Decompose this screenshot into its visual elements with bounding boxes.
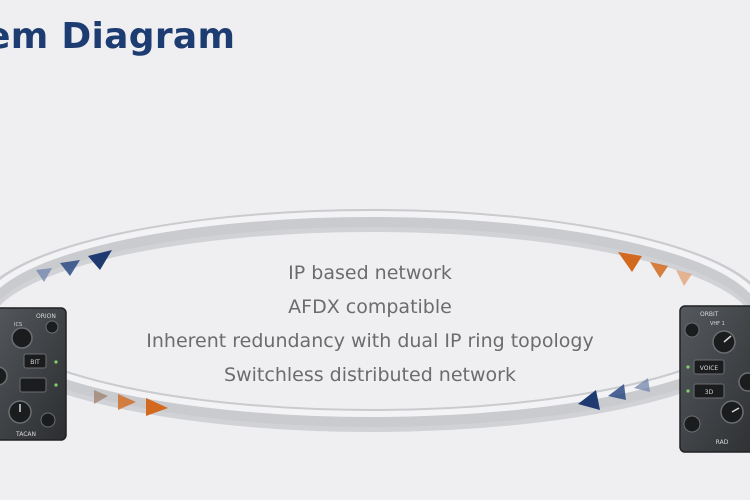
right-knob-top-small-icon: [684, 322, 700, 338]
left-bit-button-label: BIT: [30, 359, 40, 366]
right-led-icon-2: [686, 389, 690, 393]
feature-item-switchless: Switchless distributed network: [224, 364, 516, 386]
right-panel-brand: ORBIT: [700, 311, 719, 318]
left-bit-button: [23, 353, 47, 369]
arrow-orange-3: [676, 270, 692, 286]
arrow-orange-2: [650, 262, 668, 278]
arrow-blue-1: [88, 250, 112, 270]
feature-item-redundancy: Inherent redundancy with dual IP ring to…: [146, 330, 594, 352]
left-panel-brand: ORION: [36, 313, 56, 320]
left-panel-bottom-label: TACAN: [15, 431, 36, 438]
ring-highlight: [0, 211, 750, 417]
arrow-blue-6: [634, 378, 650, 392]
right-led-icon: [686, 365, 690, 369]
feature-item-afdx: AFDX compatible: [288, 296, 452, 318]
arrow-orange-6: [94, 390, 108, 404]
right-control-panel: ORBIT VHF 1 VOICE 3D RAD: [679, 305, 750, 453]
right-3d-button: [693, 383, 725, 399]
arrow-orange-1: [618, 252, 642, 272]
right-3d-button-label: 3D: [705, 389, 714, 396]
arrow-orange-4: [146, 398, 168, 416]
arrow-blue-5: [608, 384, 626, 400]
arrow-blue-4: [578, 390, 600, 410]
left-knob-side-icon: [0, 366, 8, 386]
left-control-panel: ORION ICS BIT TACAN: [0, 307, 67, 441]
right-voice-button: [693, 359, 725, 375]
right-voice-button-label: VOICE: [700, 365, 719, 372]
left-led-icon-2: [54, 383, 58, 387]
left-led-icon: [54, 360, 58, 364]
feature-list: IP based network AFDX compatible Inheren…: [120, 256, 620, 392]
arrow-blue-2: [60, 260, 80, 276]
left-blank-button: [19, 377, 47, 393]
left-knob-bottom-small-icon: [40, 412, 56, 428]
page-title: em Diagram: [0, 16, 236, 57]
right-knob-side-icon: [738, 372, 750, 392]
feature-item-ip-network: IP based network: [288, 262, 452, 284]
network-ring: [0, 209, 750, 427]
right-panel-top-label: VHF 1: [710, 321, 725, 327]
right-knob-bottom-small-icon: [683, 415, 701, 433]
left-knob-small-icon: [45, 320, 59, 334]
left-panel-top-label: ICS: [14, 322, 22, 328]
left-knob-top-icon: [11, 327, 33, 349]
arrow-blue-3: [36, 268, 52, 282]
right-panel-bottom-label: RAD: [716, 439, 729, 446]
arrow-orange-5: [118, 394, 136, 410]
